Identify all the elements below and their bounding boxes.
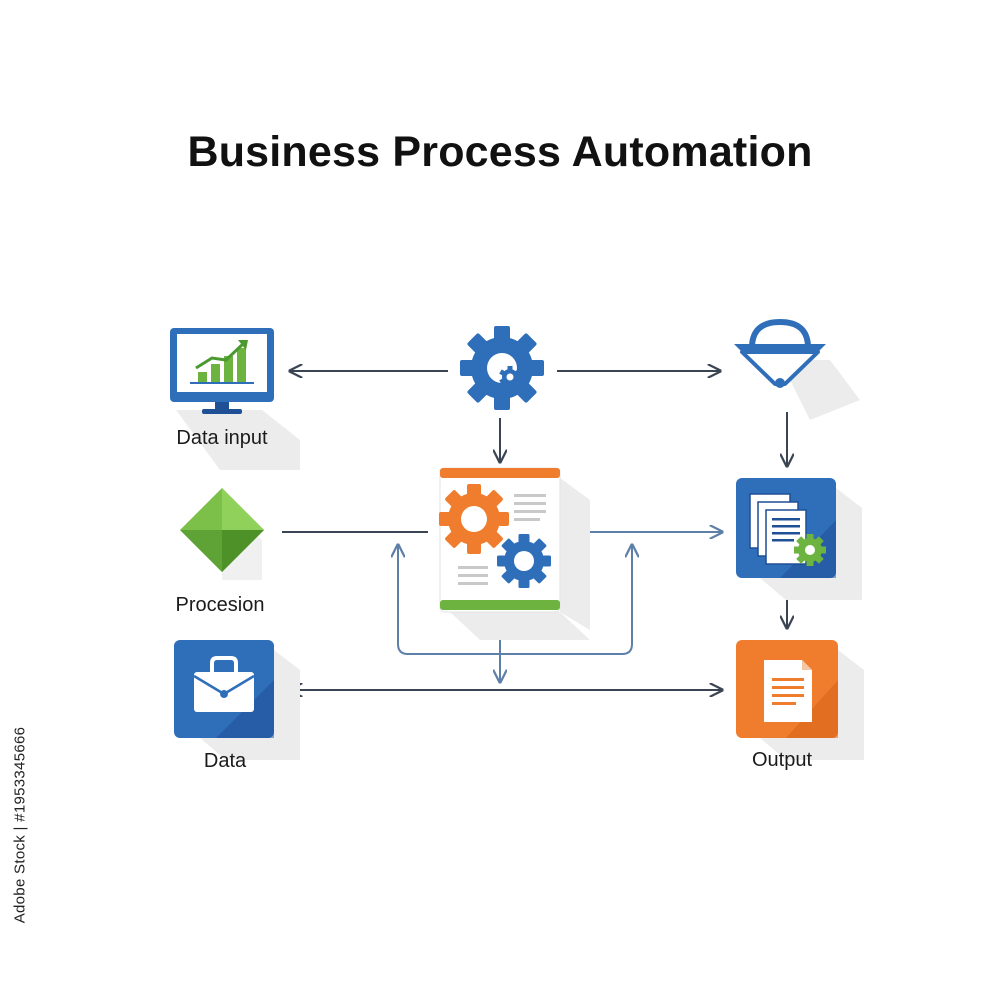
monitor-chart-icon [170, 328, 300, 470]
data-input-label: Data input [176, 427, 268, 449]
green-diamond-icon [180, 488, 264, 580]
output-document-icon [736, 640, 864, 760]
documents-gear-icon [736, 478, 862, 600]
procesion-label: Procesion [175, 594, 265, 616]
stock-id-text: Adobe Stock | #1953345666 [11, 726, 29, 924]
funnel-icon [734, 318, 860, 420]
gear-icon [460, 326, 544, 410]
connectors [282, 371, 787, 690]
page-title: Business Process Automation [187, 128, 813, 176]
feedback-loop [398, 545, 632, 655]
data-label: Data [203, 750, 247, 772]
document-gears-icon [439, 467, 590, 640]
briefcase-icon [174, 640, 300, 760]
output-label: Output [751, 749, 813, 771]
stock-id-watermark: Adobe Stock | #1953345666 [8, 727, 32, 924]
